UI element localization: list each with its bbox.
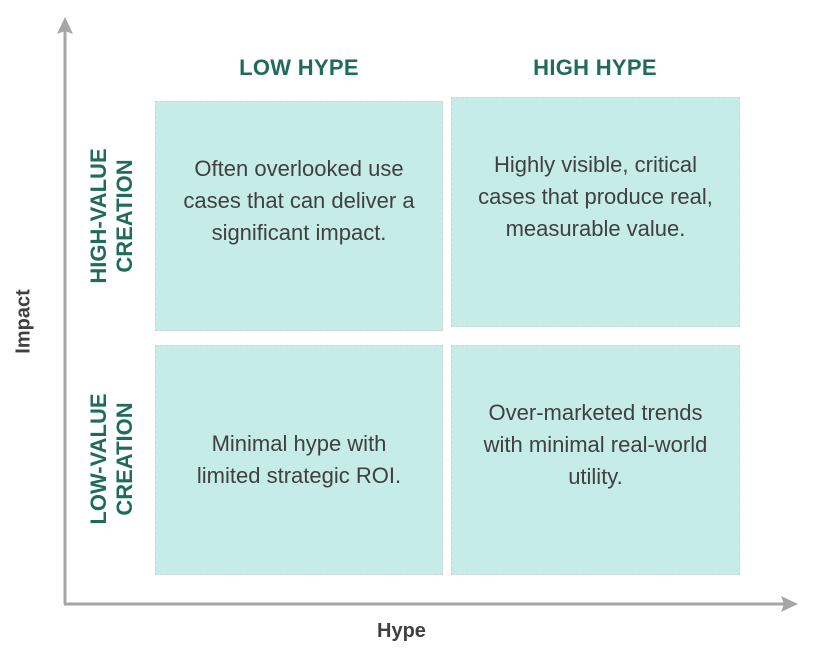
y-axis-label: Impact	[12, 289, 35, 354]
column-header-high-hype: HIGH HYPE	[533, 55, 657, 80]
quadrant-text: Minimal hype with limited strategic ROI.	[196, 431, 402, 488]
x-axis-label: Hype	[377, 620, 426, 642]
quadrant-low-value-high-hype: Over-marketed trends with minimal real-w…	[451, 345, 740, 575]
y-axis-arrow-icon	[57, 17, 73, 34]
quadrant-text: Highly visible, critical cases that prod…	[478, 152, 713, 241]
row-header-high-value: HIGH-VALUE CREATION	[82, 101, 142, 331]
quadrant-high-value-low-hype: Often overlooked use cases that can deli…	[155, 101, 443, 331]
row-header-high-value-line1: HIGH-VALUE	[86, 148, 111, 284]
row-header-low-value-line2: CREATION	[112, 402, 137, 516]
x-axis-arrow-icon	[781, 596, 798, 612]
quadrant-low-value-low-hype: Minimal hype with limited strategic ROI.	[155, 345, 443, 575]
row-header-high-value-line2: CREATION	[112, 159, 137, 273]
quadrant-high-value-high-hype: Highly visible, critical cases that prod…	[451, 97, 740, 327]
column-header-low-hype: LOW HYPE	[239, 55, 359, 80]
quadrant-text: Often overlooked use cases that can deli…	[183, 156, 415, 245]
row-header-low-value-line1: LOW-VALUE	[86, 393, 111, 525]
quadrant-text: Over-marketed trends with minimal real-w…	[483, 400, 708, 489]
row-header-low-value: LOW-VALUE CREATION	[82, 344, 142, 574]
